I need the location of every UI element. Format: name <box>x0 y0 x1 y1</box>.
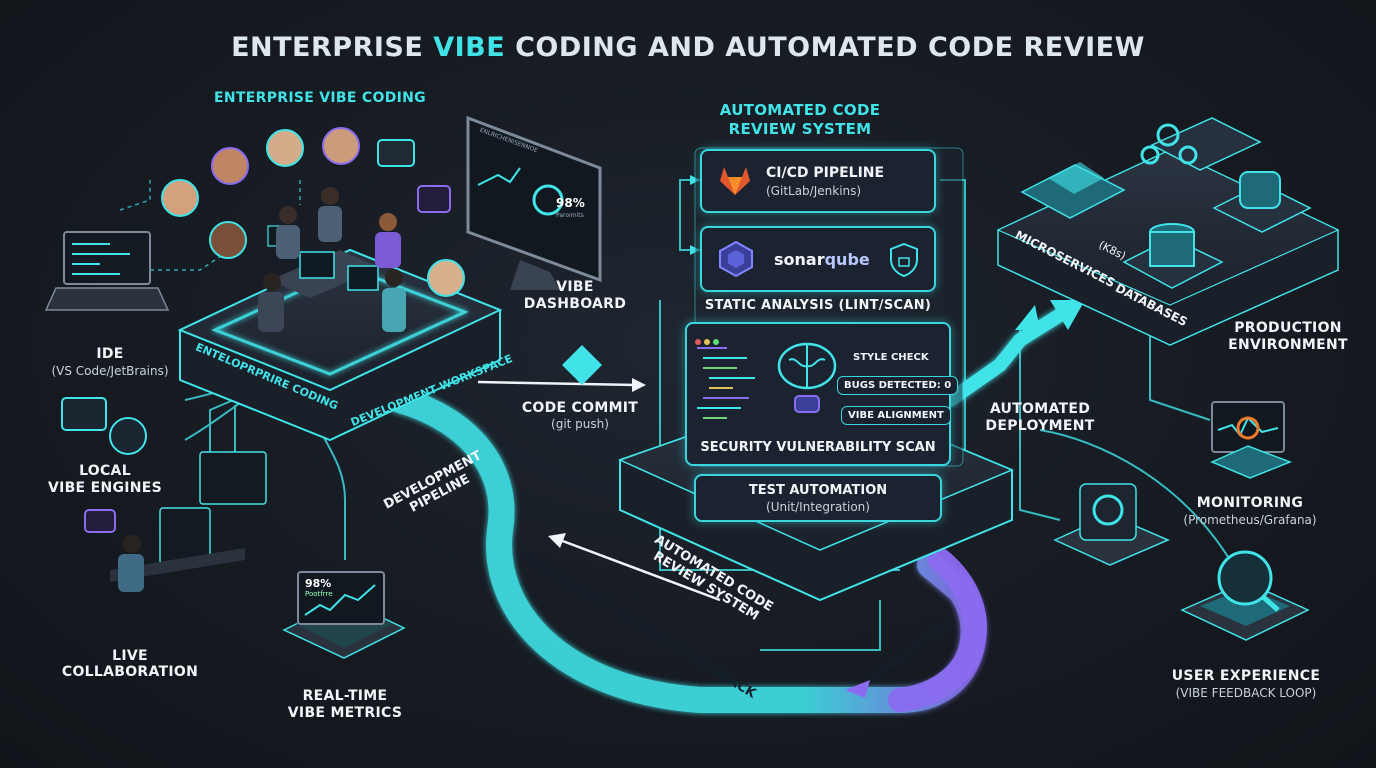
security-scan-label: SECURITY VULNERABILITY SCAN <box>700 440 936 455</box>
test-subtitle: (Unit/Integration) <box>766 500 870 514</box>
commit-subtitle: (git push) <box>551 417 609 431</box>
ai-brain-icon <box>777 342 837 413</box>
collab-title-1: LIVE <box>112 648 148 664</box>
cicd-panel: CI/CD PIPELINE (GitLab/Jenkins) <box>700 149 936 213</box>
shield-lock-icon <box>890 242 918 278</box>
deploy-title-1: AUTOMATED <box>989 401 1091 417</box>
left-section-title: ENTERPRISE VIBE CODING <box>214 90 426 106</box>
prod-title-2: ENVIRONMENT <box>1228 337 1348 353</box>
ide-title: IDE <box>96 346 124 362</box>
dashboard-screen-sub: Paroimits <box>556 212 584 219</box>
sonarqube-logo-part-2: qube <box>824 250 870 269</box>
engines-title-1: LOCAL <box>79 463 131 479</box>
sonarqube-logo-text: sonarqube <box>774 250 870 269</box>
dashboard-title-1: VIBE <box>556 279 594 295</box>
title-part-1: ENTERPRISE <box>231 32 434 63</box>
dashboard-screen-pct: 98% <box>556 196 585 210</box>
title-highlight: VIBE <box>433 32 506 63</box>
metrics-title-2: VIBE METRICS <box>287 705 403 721</box>
cicd-title: CI/CD PIPELINE <box>766 165 885 181</box>
test-automation-panel: TEST AUTOMATION (Unit/Integration) <box>694 474 942 522</box>
ux-subtitle: (VIBE FEEDBACK LOOP) <box>1175 686 1317 700</box>
commit-title: CODE COMMIT <box>521 400 639 416</box>
page-title: ENTERPRISE VIBE CODING AND AUTOMATED COD… <box>0 32 1376 63</box>
metrics-screen-sub: Pootfrre <box>305 590 333 598</box>
sonarqube-hex-icon <box>719 240 753 278</box>
title-part-2: CODING AND AUTOMATED CODE REVIEW <box>505 32 1145 63</box>
vibe-alignment-pill: VIBE ALIGNMENT <box>841 406 951 425</box>
cicd-subtitle: (GitLab/Jenkins) <box>766 184 862 198</box>
metrics-screen-pct: 98% <box>305 577 332 590</box>
bugs-detected-pill: BUGS DETECTED: 0 <box>837 376 959 395</box>
gitlab-icon <box>720 167 750 195</box>
dashboard-title-2: DASHBOARD <box>523 296 627 312</box>
ux-title: USER EXPERIENCE <box>1171 668 1321 684</box>
ide-subtitle: (VS Code/JetBrains) <box>51 364 169 378</box>
deploy-title-2: DEPLOYMENT <box>985 418 1095 434</box>
sonarqube-panel: sonarqube <box>700 226 936 292</box>
monitoring-title: MONITORING <box>1196 495 1304 511</box>
prod-title-1: PRODUCTION <box>1234 320 1342 336</box>
review-title-1: AUTOMATED CODE <box>719 101 881 119</box>
style-check-pill: STYLE CHECK <box>853 352 929 363</box>
security-scan-panel: STYLE CHECK BUGS DETECTED: 0 VIBE ALIGNM… <box>685 322 959 466</box>
monitoring-subtitle: (Prometheus/Grafana) <box>1183 513 1317 527</box>
sonarqube-logo-part-1: sonar <box>774 250 825 269</box>
code-lines-icon <box>697 347 755 419</box>
engines-title-2: VIBE ENGINES <box>47 480 163 496</box>
review-title-2: REVIEW SYSTEM <box>728 120 872 138</box>
collab-title-2: COLLABORATION <box>61 664 199 680</box>
metrics-title-1: REAL-TIME <box>302 688 388 704</box>
static-analysis-label: STATIC ANALYSIS (LINT/SCAN) <box>704 298 932 313</box>
test-title: TEST AUTOMATION <box>748 483 888 498</box>
window-dots <box>695 330 719 349</box>
